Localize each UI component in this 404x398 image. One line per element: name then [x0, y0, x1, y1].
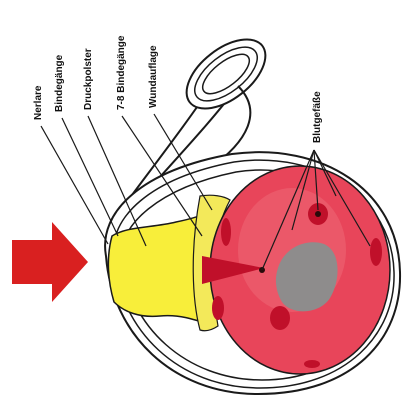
vessel-dot [270, 306, 290, 330]
label-wundauflage: Wundauflage [148, 45, 159, 108]
label-bindegaenge-7-8: 7-8 Bindegänge [116, 35, 127, 110]
vessel-dot [212, 296, 224, 320]
vessel-dot [304, 360, 320, 368]
label-bindegaenge: Bindegänge [54, 54, 65, 112]
pressure-arrow [12, 222, 88, 302]
label-druckpolster: Druckpolster [83, 48, 94, 110]
vessel-dot [370, 238, 382, 266]
vessel-dot [221, 218, 231, 246]
label-blutgefaesse: Blutgefäße [312, 91, 323, 143]
label-nerlare: Nerlare [33, 85, 44, 120]
